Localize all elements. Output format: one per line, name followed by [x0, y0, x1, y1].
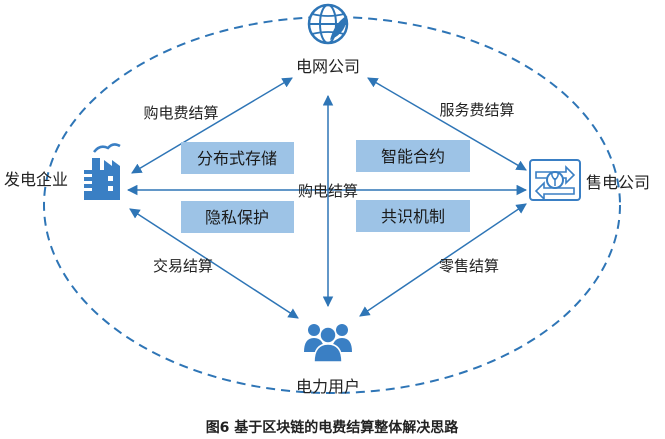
- feature-box-privacy-protection: [181, 201, 294, 233]
- figure-caption: 图6 基于区块链的电费结算整体解决思路: [206, 419, 460, 436]
- edge-label-service-fee-settlement: 服务费结算: [439, 101, 514, 119]
- feature-distributed-storage: 分布式存储: [197, 149, 277, 168]
- feature-box-consensus-mechanism: [356, 200, 470, 232]
- edge-label-power-purchase-settlement: 购电结算: [298, 182, 358, 200]
- edge-label-retail-settlement: 零售结算: [439, 257, 499, 275]
- feature-box-smart-contract: [356, 140, 470, 172]
- factory-icon: [80, 143, 121, 200]
- arrow-retailer-to-users: [359, 203, 527, 317]
- arrow-generation-to-users: [129, 208, 299, 319]
- node-grid-company: 电网公司: [296, 57, 360, 76]
- node-electricity-retailer: 售电公司: [586, 173, 650, 192]
- node-power-users: 电力用户: [296, 377, 360, 396]
- users-icon: [304, 324, 352, 363]
- feature-smart-contract: 智能合约: [381, 147, 445, 166]
- feature-box-distributed-storage: [181, 142, 294, 174]
- globe-icon: [307, 3, 349, 45]
- arrow-grid-to-generation: [131, 77, 293, 174]
- feature-consensus-mechanism: 共识机制: [381, 207, 445, 226]
- exchange-icon: [529, 159, 581, 201]
- feature-privacy-protection: 隐私保护: [205, 208, 269, 227]
- arrow-grid-to-retailer: [367, 77, 527, 171]
- node-power-generation: 发电企业: [4, 170, 68, 189]
- edge-label-purchase-fee-settlement: 购电费结算: [143, 104, 218, 122]
- edge-label-transaction-settlement: 交易结算: [153, 257, 213, 275]
